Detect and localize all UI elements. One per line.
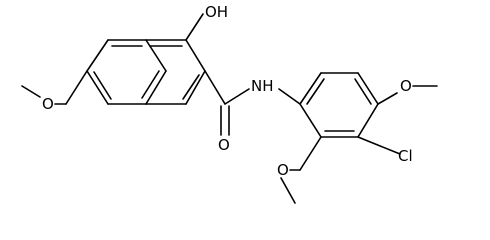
bond <box>306 78 325 105</box>
chlorine-label: Cl <box>398 147 413 165</box>
bond <box>182 74 200 100</box>
bond <box>354 78 372 105</box>
bond <box>141 70 160 99</box>
bond <box>377 92 398 105</box>
phenyl-substituents: O Cl O <box>277 77 438 204</box>
bond <box>357 136 401 155</box>
bond <box>86 39 109 72</box>
amide-linker: NH O <box>204 70 301 154</box>
bond <box>185 13 204 41</box>
hydroxyl-label: OH <box>205 3 228 21</box>
bond <box>299 103 322 138</box>
bond <box>278 88 301 105</box>
bond <box>93 71 112 100</box>
methoxy-oxygen-label: O <box>42 95 54 113</box>
bond <box>145 39 167 72</box>
bond <box>21 85 41 98</box>
methoxy-oxygen-label: O <box>277 161 289 179</box>
bond <box>299 136 322 171</box>
naphthyl-substituents: OH O <box>21 3 228 113</box>
bond <box>224 88 250 105</box>
bond <box>86 70 109 105</box>
bond <box>204 70 226 105</box>
bond <box>299 72 322 105</box>
bond <box>145 70 167 105</box>
chemical-structure: OH O NH O O Cl O <box>21 3 438 204</box>
carbonyl-oxygen-label: O <box>218 136 230 154</box>
bond <box>280 177 296 204</box>
methoxy-oxygen-label: O <box>400 77 412 95</box>
bond <box>185 70 206 105</box>
bond <box>185 39 206 72</box>
chloro-dimethoxyphenyl-ring <box>299 72 379 138</box>
bond <box>357 72 379 105</box>
naphthalene-core <box>86 39 206 105</box>
amide-nh-label: NH <box>251 77 274 95</box>
bond <box>65 70 88 105</box>
bond <box>357 103 379 138</box>
